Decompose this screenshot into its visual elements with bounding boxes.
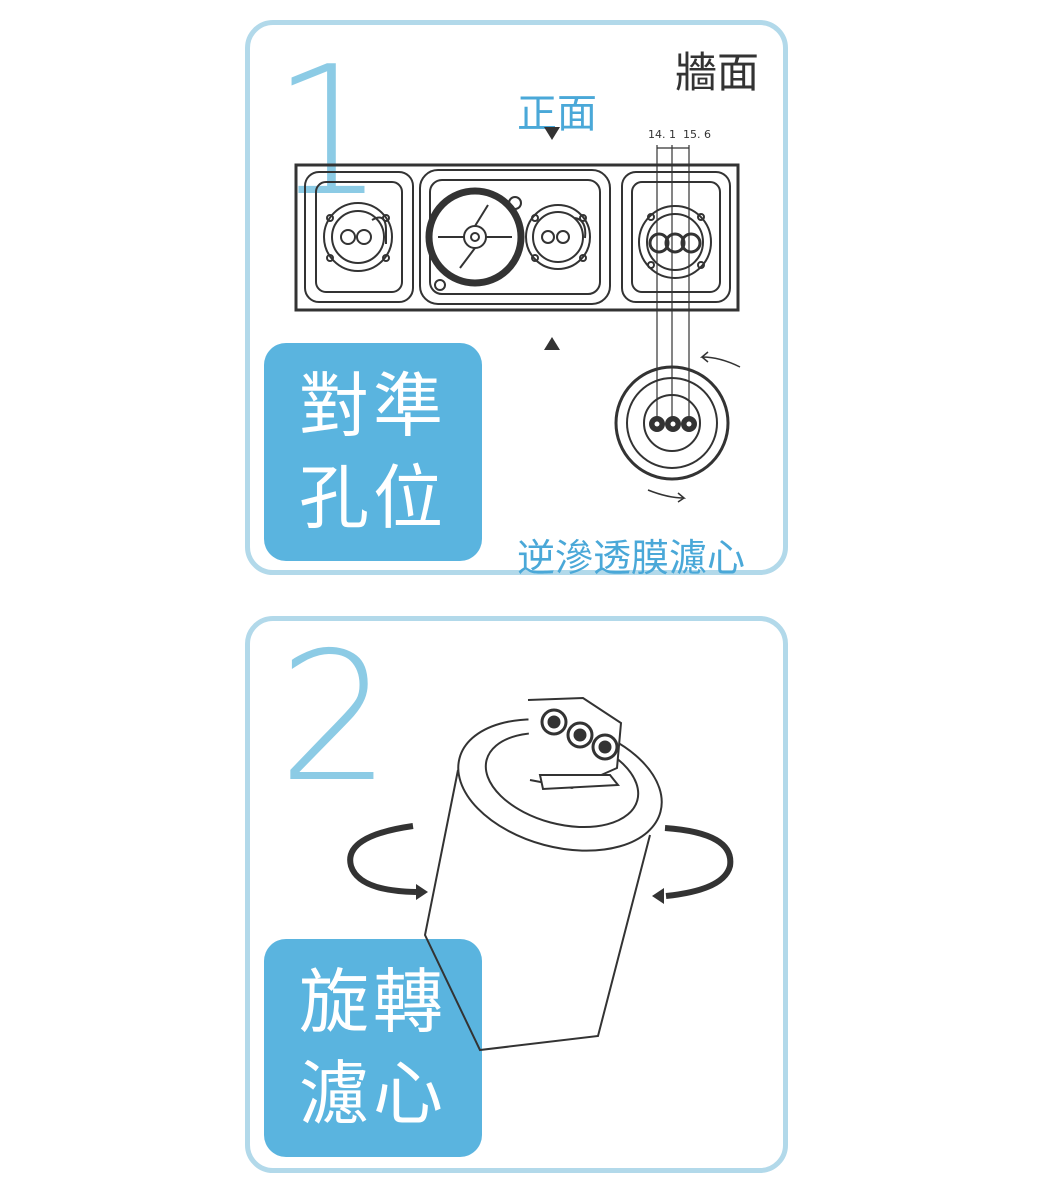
- filter-top-view: [614, 365, 730, 481]
- step1-label-line1: 對準: [299, 365, 447, 447]
- dimension-lines: [656, 145, 690, 420]
- filter-name: 逆滲透膜濾心: [517, 536, 746, 580]
- wall-label: 牆面: [675, 48, 760, 97]
- center-valve-ring: [425, 187, 525, 287]
- filter-housing-outline: [294, 163, 740, 312]
- right-port-module: [621, 171, 731, 303]
- step2-label-box: 旋轉 濾心: [264, 939, 482, 1157]
- step2-label-line2: 濾心: [299, 1053, 447, 1135]
- dimension-left: 14. 1: [648, 128, 676, 141]
- rotate-right-arrow-icon: [664, 825, 734, 899]
- step2-number: 2: [278, 614, 392, 821]
- left-port-module: [304, 171, 414, 303]
- step2-panel: 2 旋轉 濾心: [245, 616, 788, 1173]
- down-arrow-icon: [544, 127, 560, 140]
- step1-label-line2: 孔位: [299, 457, 447, 539]
- rotate-arrow-top-icon: [699, 351, 741, 368]
- filter-cartridge-drawing: [347, 696, 734, 1052]
- dimension-right: 15. 6: [683, 128, 711, 141]
- rotate-left-arrow-icon: [347, 823, 417, 895]
- up-arrow-icon: [544, 337, 560, 350]
- step1-number: 1: [272, 28, 386, 235]
- center-port-module: [419, 169, 611, 305]
- step1-label-box: 對準 孔位: [264, 343, 482, 561]
- step2-label-line1: 旋轉: [299, 961, 447, 1043]
- step1-panel: 1 牆面 正面 14. 1 15. 6 逆滲透膜濾心 對準 孔位: [245, 20, 788, 580]
- rotate-arrow-bottom-icon: [647, 489, 687, 503]
